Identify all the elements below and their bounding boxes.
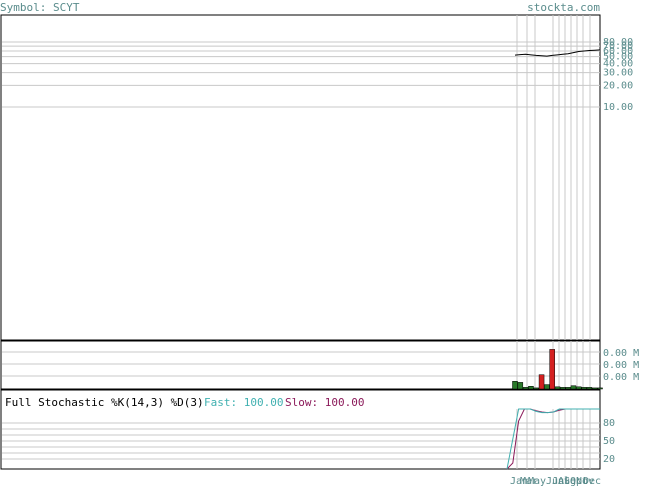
x-tick-label: Sep (564, 476, 582, 486)
x-tick-label: Oct (570, 476, 588, 486)
x-tick-label: Aug (558, 476, 576, 486)
volume-bar (528, 386, 534, 390)
volume-bar (554, 386, 561, 390)
stochastic-slow-label: Slow: 100.00 (285, 396, 364, 409)
volume-bar (512, 381, 518, 390)
stochastic-tick-label: 20 (603, 454, 615, 465)
x-tick-label: Dec (583, 476, 601, 486)
price-line (514, 49, 601, 57)
volume-bar (597, 387, 603, 390)
volume-bars (512, 349, 603, 390)
x-tick-label: Jun (546, 476, 564, 486)
price-grid (2, 41, 600, 108)
volume-panel-frame (0, 340, 601, 390)
volume-tick-label: 0.00 M (603, 360, 639, 371)
x-tick-label: Jul (552, 476, 570, 486)
symbol-label: Symbol: SCYT (0, 1, 80, 14)
x-tick-label: May (528, 476, 546, 486)
x-tick-label: Nov (576, 476, 594, 486)
price-panel-frame (0, 14, 601, 341)
price-tick-label: 50.00 (603, 52, 633, 63)
month-grid-lines (516, 15, 591, 469)
price-tick-label: 80.00 (603, 37, 633, 48)
stochastic-tick-label: 80 (603, 418, 615, 429)
volume-bar (538, 374, 545, 390)
volume-bar (570, 385, 577, 390)
volume-bar (522, 387, 529, 390)
price-tick-label: 70.00 (603, 41, 633, 52)
stoch-fast-line (506, 408, 600, 470)
volume-tick-label: 0.00 M (603, 372, 639, 383)
price-tick-label: 10.00 (603, 102, 633, 113)
volume-tick-label: 0.00 M (603, 348, 639, 359)
stochastic-fast-label: Fast: 100.00 (204, 396, 283, 409)
volume-bar (517, 382, 524, 390)
stochastic-grid (2, 422, 600, 460)
volume-bar (576, 386, 582, 390)
price-tick-label: 30.00 (603, 68, 633, 79)
volume-bar (586, 387, 593, 390)
volume-bar (591, 387, 598, 390)
stochastic-title: Full Stochastic %K(14,3) %D(3) (5, 396, 204, 409)
volume-bar (560, 387, 566, 390)
volume-grid (2, 351, 600, 377)
volume-bar (533, 387, 539, 390)
price-tick-label: 20.00 (603, 80, 633, 91)
x-tick-label: Jan (510, 476, 528, 486)
stochastic-tick-label: 50 (603, 436, 615, 447)
volume-bar (565, 387, 571, 390)
x-tick-label: Mar (520, 476, 538, 486)
volume-bar (581, 387, 587, 390)
volume-axis-ticks: 0.00 M0.00 M0.00 M (603, 348, 639, 383)
site-name: stockta.com (527, 1, 600, 14)
price-tick-label: 40.00 (603, 59, 633, 70)
stochastic-axis-ticks: 80 50 20 (603, 418, 615, 465)
price-tick-label: 60.00 (603, 46, 633, 57)
volume-bar (544, 384, 550, 390)
volume-bar (549, 349, 555, 390)
